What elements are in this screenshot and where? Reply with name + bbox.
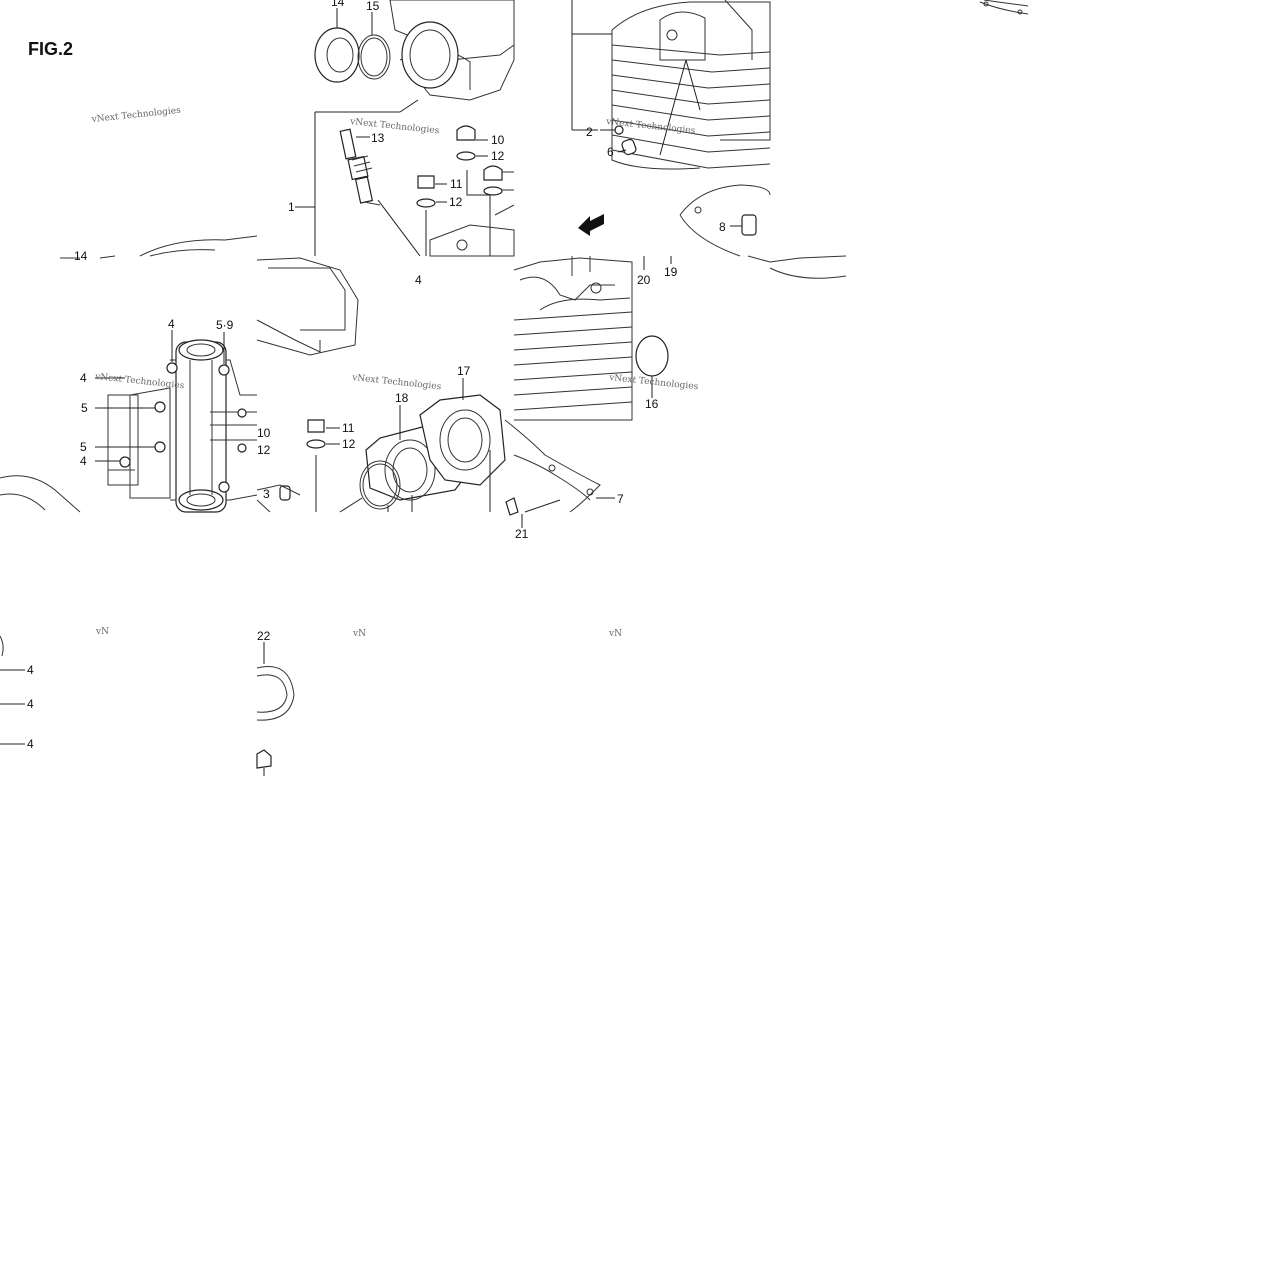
cap-nut-part-10 bbox=[456, 125, 476, 141]
ring-part-22 bbox=[256, 666, 295, 721]
gasket-fragment bbox=[979, 0, 1029, 15]
cylinder-assembly-top bbox=[571, 0, 847, 279]
callout-14: 14 bbox=[331, 0, 345, 9]
dowel-part-6 bbox=[621, 138, 637, 156]
callout-12: 12 bbox=[257, 443, 271, 457]
washer-part-12b bbox=[416, 198, 436, 208]
callout-5-9: 5·9 bbox=[216, 318, 234, 332]
callout-4: 4 bbox=[27, 697, 34, 711]
nut-part-11b bbox=[307, 419, 325, 433]
watermark-partial: vN bbox=[95, 627, 109, 637]
callout-labels: 14 15 13 10 12 11 12 1 4 2 6 8 20 19 14 … bbox=[27, 0, 726, 751]
watermark-partial: vN bbox=[352, 629, 366, 639]
nut-part-lower bbox=[256, 749, 272, 769]
o-ring-part-15 bbox=[357, 34, 391, 80]
callout-17: 17 bbox=[457, 364, 471, 378]
callout-12: 12 bbox=[491, 149, 505, 163]
nut-part-11 bbox=[417, 175, 435, 189]
callout-6: 6 bbox=[607, 145, 614, 159]
callout-11: 11 bbox=[450, 177, 463, 191]
watermark: vNext Technologies bbox=[351, 373, 442, 392]
fwd-arrow-icon bbox=[578, 214, 604, 236]
callout-3: 3 bbox=[263, 487, 270, 501]
stud-part-21 bbox=[505, 497, 519, 516]
washer-part-12d bbox=[306, 439, 326, 449]
callout-14: 14 bbox=[74, 249, 88, 263]
callout-4: 4 bbox=[80, 371, 87, 385]
callout-12: 12 bbox=[449, 195, 463, 209]
stud-part-3 bbox=[279, 485, 291, 501]
callout-5: 5 bbox=[81, 401, 88, 415]
watermark: vNext Technologies bbox=[349, 117, 440, 136]
callout-4: 4 bbox=[168, 317, 175, 331]
callout-5: 5 bbox=[80, 440, 87, 454]
watermark-partial: vN bbox=[608, 629, 622, 639]
spark-plug-part-13 bbox=[339, 128, 381, 206]
callout-12: 12 bbox=[342, 437, 356, 451]
callout-22: 22 bbox=[257, 629, 271, 643]
callout-15: 15 bbox=[366, 0, 380, 13]
watermark: vNext Technologies bbox=[94, 372, 185, 391]
callout-4: 4 bbox=[27, 737, 34, 751]
callout-8: 8 bbox=[719, 220, 726, 234]
washer-part-14 bbox=[314, 27, 360, 83]
callout-11: 11 bbox=[342, 421, 355, 435]
callout-21: 21 bbox=[515, 527, 529, 541]
callout-19: 19 bbox=[664, 265, 678, 279]
callout-10: 10 bbox=[257, 426, 271, 440]
head-assembly-top bbox=[295, 0, 515, 257]
callout-4: 4 bbox=[415, 273, 422, 287]
intake-assembly bbox=[256, 257, 506, 513]
washer-part-12 bbox=[456, 151, 476, 161]
callout-7: 7 bbox=[617, 492, 624, 506]
callout-4: 4 bbox=[27, 663, 34, 677]
dowel-part-8 bbox=[741, 214, 757, 236]
intake-pipe-part-17 bbox=[419, 394, 506, 486]
callout-10: 10 bbox=[491, 133, 505, 147]
lower-parts bbox=[0, 635, 295, 776]
cylinder-assembly-side bbox=[504, 256, 669, 528]
plug-part-16 bbox=[635, 335, 669, 377]
callout-1: 1 bbox=[288, 200, 295, 214]
callout-13: 13 bbox=[371, 131, 385, 145]
callout-18: 18 bbox=[395, 391, 409, 405]
callout-20: 20 bbox=[637, 273, 651, 287]
callout-16: 16 bbox=[645, 397, 659, 411]
watermark: vNext Technologies bbox=[90, 106, 181, 125]
callout-4: 4 bbox=[80, 454, 87, 468]
head-cover-assembly bbox=[0, 235, 258, 513]
figure-title: FIG.2 bbox=[28, 39, 73, 59]
callout-2: 2 bbox=[586, 125, 593, 139]
